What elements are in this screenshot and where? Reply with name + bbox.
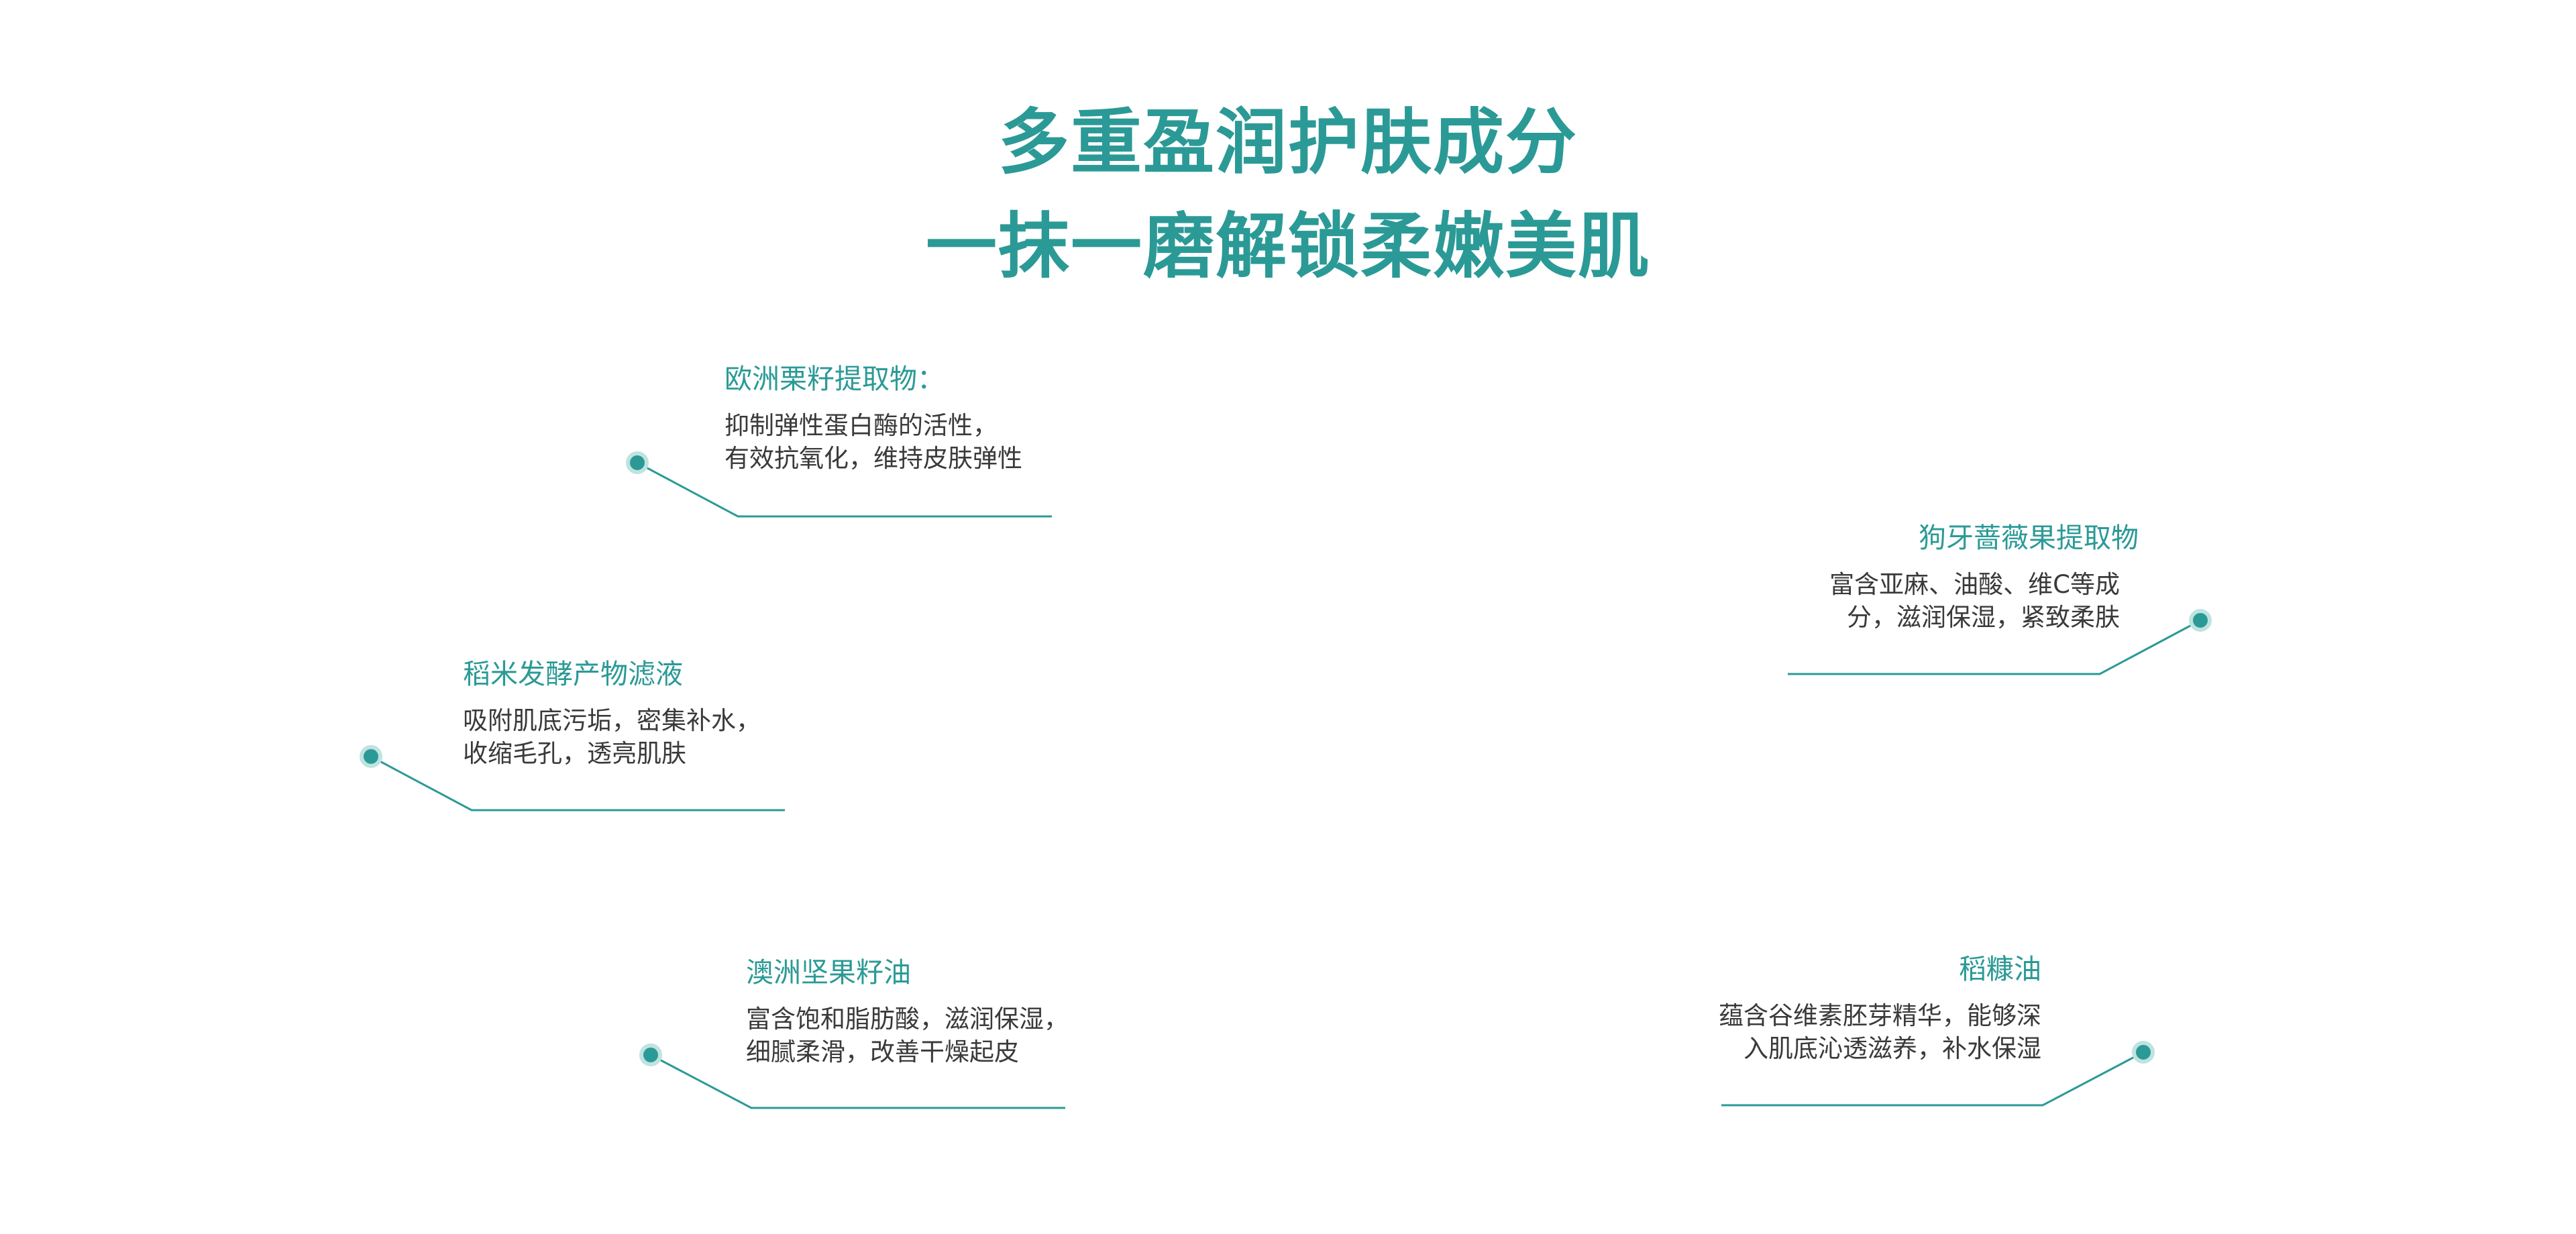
ingredient-description-line: 吸附肌底污垢，密集补水， [463, 706, 761, 735]
ingredient-rice-bran-oil: 稻糠油 蕴含谷维素胚芽精华，能够深 入肌底沁透滋养，补水保湿 [1719, 952, 2041, 1065]
callout-dot [639, 1044, 662, 1066]
ingredient-rosehip: 狗牙蔷薇果提取物 富含亚麻、油酸、维C等成 分，滋润保湿，紧致柔肤 [1829, 521, 2139, 634]
callout-dot [360, 745, 382, 768]
ingredient-name: 稻糠油 [1959, 953, 2041, 985]
ingredient-description: 抑制弹性蛋白酶的活性， 有效抗氧化，维持皮肤弹性 [724, 409, 1022, 475]
ingredient-name: 澳洲坚果籽油 [746, 956, 911, 989]
headline-line-2: 一抹一磨解锁柔嫩美肌 [926, 205, 1650, 288]
ingredient-description-line: 蕴含谷维素胚芽精华，能够深 [1719, 1001, 2041, 1030]
ingredient-description-line: 富含饱和脂肪酸，滋润保湿， [746, 1005, 1069, 1033]
ingredient-chestnut: 欧洲栗籽提取物： 抑制弹性蛋白酶的活性， 有效抗氧化，维持皮肤弹性 [724, 362, 1022, 475]
ingredient-macadamia-oil: 澳洲坚果籽油 富含饱和脂肪酸，滋润保湿， 细腻柔滑，改善干燥起皮 [746, 956, 1069, 1068]
ingredient-description: 蕴含谷维素胚芽精华，能够深 入肌底沁透滋养，补水保湿 [1719, 999, 2041, 1065]
ingredient-description-line: 富含亚麻、油酸、维C等成 [1829, 570, 2120, 599]
callout-dot [2189, 609, 2212, 632]
ingredient-description: 富含饱和脂肪酸，滋润保湿， 细腻柔滑，改善干燥起皮 [746, 1003, 1069, 1068]
headline-line-1: 多重盈润护肤成分 [998, 101, 1578, 184]
ingredient-description-line: 细腻柔滑，改善干燥起皮 [746, 1037, 1019, 1066]
ingredient-description: 富含亚麻、油酸、维C等成 分，滋润保湿，紧致柔肤 [1829, 568, 2120, 634]
callout-dot [626, 451, 649, 474]
ingredient-description-line: 抑制弹性蛋白酶的活性， [724, 411, 998, 440]
ingredient-name: 稻米发酵产物滤液 [463, 658, 683, 690]
ingredient-description-line: 收缩毛孔，透亮肌肤 [463, 739, 686, 768]
ingredient-description-line: 有效抗氧化，维持皮肤弹性 [724, 444, 1022, 473]
ingredient-name: 欧洲栗籽提取物： [724, 363, 945, 395]
ingredient-description-line: 分，滋润保湿，紧致柔肤 [1847, 603, 2120, 632]
ingredient-name: 狗牙蔷薇果提取物 [1919, 522, 2139, 554]
ingredient-rice-ferment: 稻米发酵产物滤液 吸附肌底污垢，密集补水， 收缩毛孔，透亮肌肤 [463, 657, 761, 770]
ingredient-description: 吸附肌底污垢，密集补水， 收缩毛孔，透亮肌肤 [463, 704, 761, 770]
callout-dot [2132, 1041, 2155, 1064]
ingredient-description-line: 入肌底沁透滋养，补水保湿 [1743, 1034, 2041, 1063]
